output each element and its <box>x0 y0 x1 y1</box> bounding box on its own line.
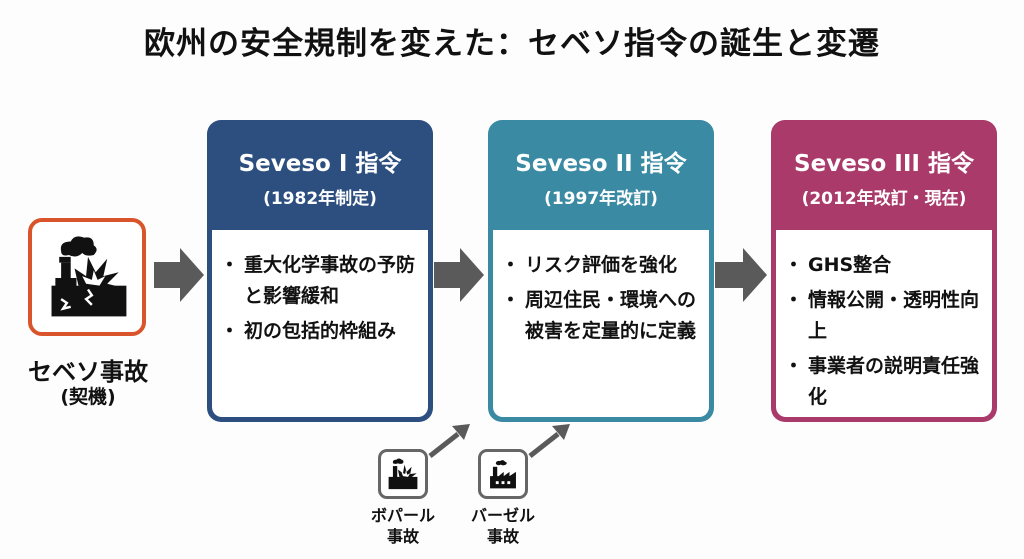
card-header: Seveso II 指令 (1997年改訂) <box>493 120 709 230</box>
directive-card-seveso-3: Seveso III 指令 (2012年改訂・現在) GHS整合 情報公開・透明… <box>771 120 997 422</box>
influence-suffix: 事故 <box>486 527 519 546</box>
influence-suffix: 事故 <box>386 527 419 546</box>
directive-point: 情報公開・透明性向上 <box>784 285 982 347</box>
basel-accident-icon-box <box>478 449 528 499</box>
directive-point: GHS整合 <box>784 250 982 281</box>
arrow-right-icon <box>154 248 204 302</box>
card-header: Seveso I 指令 (1982年制定) <box>212 120 428 230</box>
factory-explosion-icon <box>51 236 127 317</box>
influence-name: バーゼル <box>470 506 535 525</box>
page-title: 欧州の安全規制を変えた：セベソ指令の誕生と変遷 <box>144 26 880 62</box>
directive-card-seveso-1: Seveso I 指令 (1982年制定) 重大化学事故の予防と影響緩和 初の包… <box>207 120 433 422</box>
directive-name: Seveso I 指令 <box>238 151 402 177</box>
directive-card-seveso-2: Seveso II 指令 (1997年改訂) リスク評価を強化 周辺住民・環境へ… <box>488 120 714 422</box>
arrow-right-icon <box>434 248 484 302</box>
directive-point: リスク評価を強化 <box>501 250 699 281</box>
directive-year: (2012年改訂・現在) <box>801 189 967 209</box>
directive-point: 周辺住民・環境への被害を定量的に定義 <box>501 285 699 347</box>
seveso-accident-icon-box <box>28 218 146 336</box>
factory-explosion-icon <box>388 458 418 490</box>
directive-point: 重大化学事故の予防と影響緩和 <box>220 250 418 312</box>
arrow-up-right-icon <box>528 424 570 458</box>
bhopal-accident-label: ボパール 事故 <box>358 505 448 547</box>
influence-name: ボパール <box>370 506 435 525</box>
card-body: 重大化学事故の予防と影響緩和 初の包括的枠組み <box>212 230 428 417</box>
directive-name: Seveso III 指令 <box>794 151 974 177</box>
arrow-right-icon <box>715 248 767 302</box>
directive-point: 初の包括的枠組み <box>220 316 418 347</box>
directive-year: (1997年改訂) <box>544 189 658 209</box>
trigger-sublabel: (契機) <box>60 386 116 408</box>
directive-year: (1982年制定) <box>263 189 377 209</box>
directive-name: Seveso II 指令 <box>515 151 687 177</box>
arrow-up-right-icon <box>428 424 470 458</box>
card-body: GHS整合 情報公開・透明性向上 事業者の説明責任強化 <box>776 230 992 417</box>
basel-accident-label: バーゼル 事故 <box>458 505 548 547</box>
directive-point: 事業者の説明責任強化 <box>784 351 982 413</box>
trigger-label: セベソ事故 <box>28 358 148 386</box>
card-body: リスク評価を強化 周辺住民・環境への被害を定量的に定義 <box>493 230 709 417</box>
card-header: Seveso III 指令 (2012年改訂・現在) <box>776 120 992 230</box>
bhopal-accident-icon-box <box>378 449 428 499</box>
factory-icon <box>490 460 516 489</box>
